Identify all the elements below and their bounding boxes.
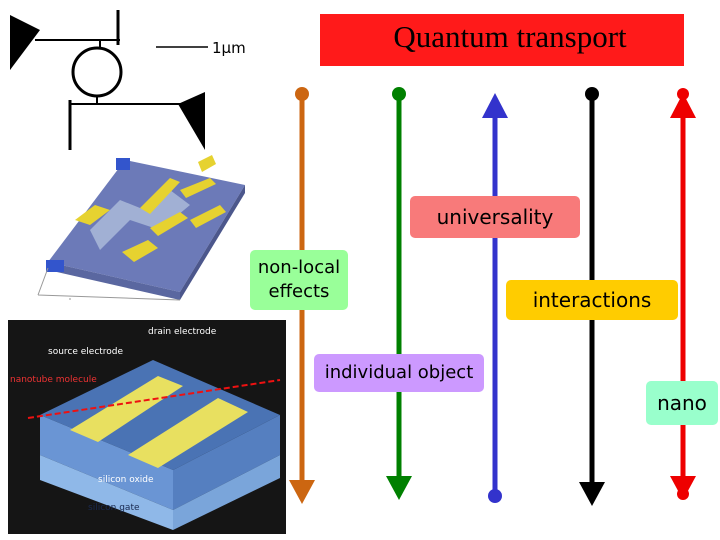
device-render — [37, 155, 245, 301]
arrow-green-dot — [392, 87, 406, 101]
arrow-red-dot-top — [677, 88, 689, 100]
arrow-orange-head — [289, 480, 315, 504]
page-title: Quantum transport — [393, 19, 627, 54]
device-label-oxide: silicon oxide — [98, 475, 154, 485]
label-nonlocal-line1: non-local — [257, 257, 341, 278]
label-nonlocal: non-local effects — [250, 250, 348, 310]
label-universality: universality — [410, 196, 580, 238]
label-nonlocal-line2: effects — [268, 281, 330, 302]
device-label-source: source electrode — [48, 347, 124, 357]
title-banner: Quantum transport — [320, 14, 684, 66]
nanotube-device-photo: drain electrode source electrode nanotub… — [8, 320, 286, 534]
contact-pad-top — [116, 158, 130, 170]
label-nano: nano — [646, 381, 718, 425]
arrow-blue-dot — [488, 489, 502, 503]
lead-right — [178, 92, 205, 150]
arrow-red-head-top — [670, 93, 696, 118]
arrow-green-head — [386, 476, 412, 500]
label-individual-object: individual object — [314, 354, 484, 392]
arrow-green — [386, 87, 412, 500]
device-label-gate: silicon gate — [88, 503, 140, 513]
arrow-orange-dot — [295, 87, 309, 101]
circuit-schematic: 1μm — [10, 10, 246, 150]
device-label-nanotube: nanotube molecule — [10, 375, 97, 385]
device-label-drain: drain electrode — [148, 327, 217, 337]
arrow-black-head — [579, 482, 605, 506]
arrow-blue-head — [482, 93, 508, 118]
arrow-red-dot-bottom — [677, 488, 689, 500]
label-interactions: interactions — [506, 280, 678, 320]
arrow-blue — [482, 93, 508, 503]
scale-bar-label: 1μm — [212, 39, 246, 57]
contact-pad-left — [46, 260, 64, 272]
arrow-red — [670, 88, 696, 500]
arrow-black-dot — [585, 87, 599, 101]
